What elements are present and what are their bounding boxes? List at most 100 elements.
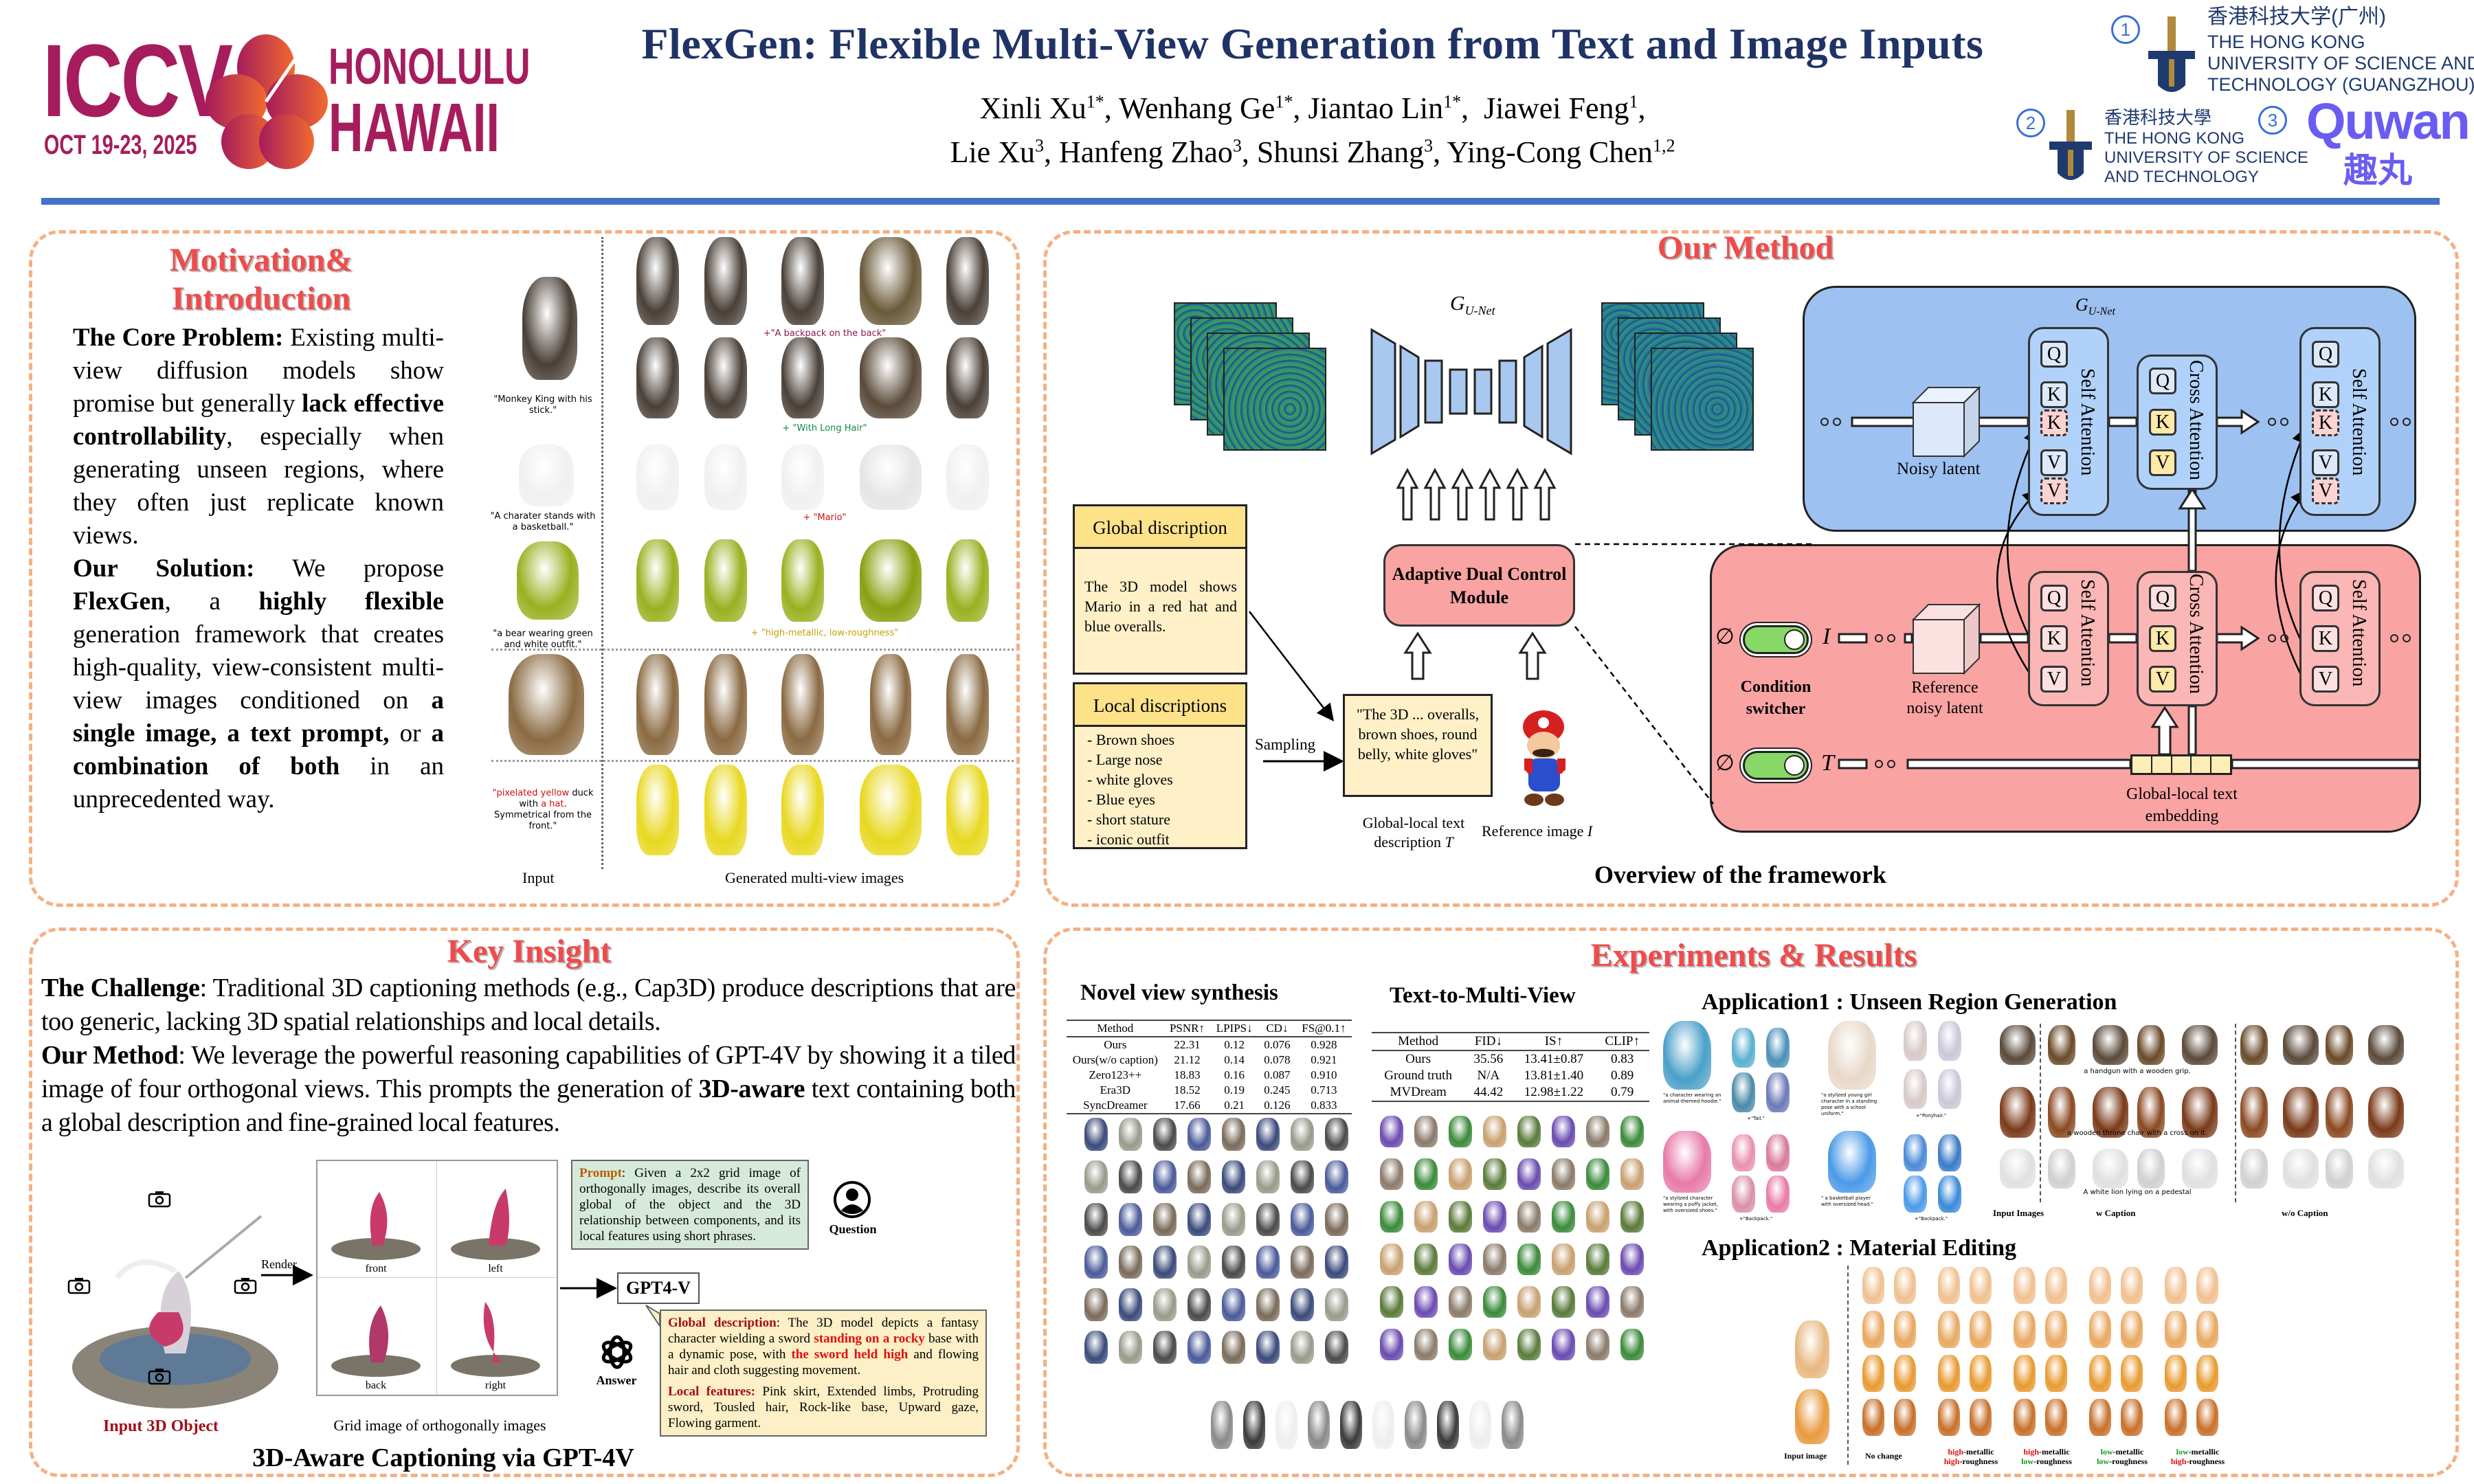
bold-text: Global description (668, 1316, 777, 1330)
empty-condition-symbol: ∅ (1715, 750, 1735, 775)
table-cell: Ours(w/o caption) (1072, 1053, 1158, 1066)
table-cell: 0.087 (1264, 1068, 1291, 1081)
text-span: . Symmetrical from the front." (494, 799, 592, 831)
poster-title: FlexGen: Flexible Multi-View Generation … (641, 19, 1984, 68)
text-embedding-tokens (2130, 754, 2232, 775)
author-affiliation: 1* (1086, 91, 1104, 112)
divider (491, 649, 1014, 651)
reference-latent-cube-icon (1911, 603, 1981, 675)
table-cell: 13.41±0.87 (1524, 1052, 1584, 1066)
unet-symbol: G (1450, 292, 1465, 315)
text-span: -metallic (2113, 1447, 2144, 1457)
column-header: CLIP↑ (1605, 1034, 1640, 1048)
table-cell: 18.52 (1174, 1083, 1201, 1097)
text-condition-toggle[interactable] (1743, 751, 1809, 780)
unet-subscript: U-Net (2088, 306, 2115, 318)
generated-view (870, 654, 911, 755)
iccv-logo-text: ICCV (43, 23, 233, 138)
image-condition-toggle[interactable] (1743, 625, 1809, 654)
affiliation-en: TECHNOLOGY (GUANGZHOU) (2207, 74, 2474, 95)
figure-thumbnail (2045, 1355, 2067, 1392)
bold-text: Our Method (41, 1041, 179, 1070)
figure-thumbnail (1970, 1399, 1992, 1436)
text-span: base with a dynamic pose, with (668, 1331, 979, 1362)
view-label: front (365, 1263, 387, 1274)
separator: , (1241, 135, 1257, 169)
q-token: Q (2149, 585, 2176, 611)
divider (2235, 1024, 2236, 1202)
table-cell: 44.42 (1473, 1085, 1504, 1099)
motivation-title: Motivation& (169, 242, 353, 278)
column-header: LPIPS↓ (1216, 1022, 1253, 1035)
self-attention-label: Self Attention (2348, 368, 2370, 476)
figure-thumbnail (2137, 1087, 2165, 1138)
figure-thumbnail (1380, 1116, 1403, 1147)
figure-thumbnail (2326, 1149, 2353, 1189)
figure-thumbnail (1732, 1072, 1755, 1112)
table-cell: 0.89 (1611, 1068, 1634, 1083)
figure-thumbnail (1242, 1401, 1265, 1449)
text-span: low (2021, 1457, 2034, 1466)
text-span: -metallic (2188, 1447, 2220, 1457)
bold-text: FlexGen (73, 587, 165, 616)
self-attention-label: Self Attention (2348, 579, 2370, 687)
author-name: Wenhang Ge (1118, 91, 1275, 125)
figure-thumbnail (2093, 1025, 2128, 1065)
view-image (451, 1189, 540, 1260)
figure-thumbnail (1119, 1246, 1142, 1279)
bold-text: Local features: (668, 1384, 756, 1399)
captioning-caption: 3D-Aware Captioning via GPT-4V (252, 1443, 634, 1472)
figure-thumbnail (1904, 1134, 1927, 1171)
k-token: K (2312, 625, 2339, 652)
up-arrow-icon (1423, 467, 1447, 521)
table-cell: Era3D (1100, 1083, 1130, 1097)
figure-thumbnail (1380, 1329, 1403, 1360)
figure-thumbnail (1766, 1072, 1790, 1112)
affiliation-number-3: 3 (2258, 106, 2287, 135)
figure-thumbnail (1256, 1118, 1280, 1151)
text-span: We propose (254, 554, 445, 583)
app1-caption: +"Backpack." (1914, 1216, 1948, 1222)
figure-thumbnail (1188, 1160, 1211, 1193)
app1-caption: "a stylized character wearing a puffy ja… (1663, 1195, 1718, 1213)
sampling-label: Sampling (1255, 736, 1316, 753)
text-span: Existing multi-view diffusion models sho… (73, 324, 445, 418)
edit-prompt: + "high-metallic, low-roughness" (750, 628, 899, 638)
table-cell: 0.713 (1311, 1083, 1337, 1097)
t2mv-title: Text-to-Multi-View (1390, 983, 1576, 1008)
text-span: high (2023, 1447, 2040, 1457)
generated-view (704, 337, 747, 418)
column-header: Method (1398, 1034, 1439, 1048)
input-image (519, 445, 574, 506)
figure-thumbnail (1766, 1176, 1790, 1213)
method-title: Our Method (1657, 229, 1834, 266)
k-token: K (2312, 381, 2339, 408)
edit-prompt: + "Mario" (803, 513, 847, 523)
figure-thumbnail (1517, 1201, 1541, 1233)
q-token: Q (2312, 585, 2339, 611)
figure-thumbnail (1291, 1203, 1314, 1236)
figure-thumbnail (1291, 1246, 1314, 1279)
table-cell: 0.928 (1311, 1038, 1337, 1051)
q-token: Q (2040, 585, 2068, 611)
text-span: : The 3D model depicts a fantasy charact… (668, 1316, 979, 1346)
figure-thumbnail (2368, 1025, 2404, 1065)
figure-thumbnail (2014, 1267, 2036, 1304)
figure-thumbnail (1732, 1134, 1755, 1171)
figure-thumbnail (1620, 1244, 1644, 1275)
generated-view (781, 445, 824, 510)
figure-thumbnail (1414, 1244, 1438, 1275)
quwan-logo: Quwan (2306, 93, 2471, 150)
figure-thumbnail (1449, 1329, 1472, 1360)
figure-thumbnail (1380, 1201, 1403, 1233)
author-affiliation: 1,2 (1652, 135, 1675, 156)
global-description-header: Global discription (1075, 506, 1245, 549)
global-description-box: Global discription The 3D model shows Ma… (1073, 504, 1247, 675)
table-cell: MVDream (1390, 1085, 1447, 1099)
k-token: K (2040, 625, 2068, 652)
figure-thumbnail (1517, 1244, 1541, 1275)
bold-text: highly flexible (258, 587, 444, 616)
text-span: -roughness (2109, 1457, 2148, 1466)
